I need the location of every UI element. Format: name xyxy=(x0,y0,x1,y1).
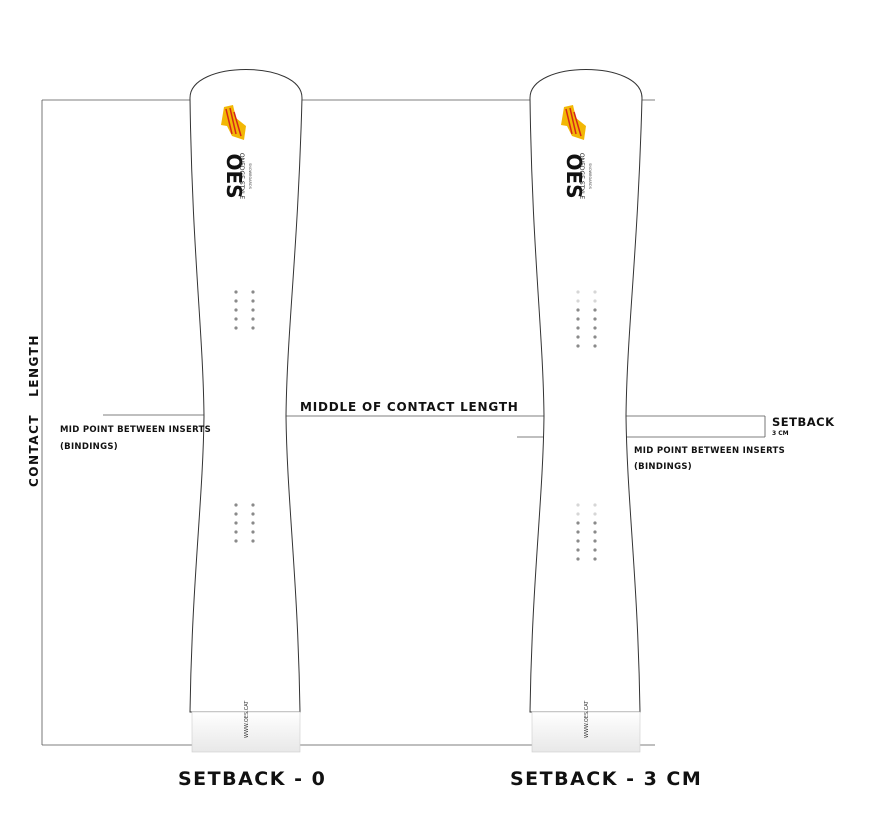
board-left-logo: OES ONEDGE STYLE SNOWBOARDS xyxy=(221,105,252,199)
board-right-logo-subtitle: ONEDGE STYLE xyxy=(578,153,585,199)
board-left: OES ONEDGE STYLE SNOWBOARDS WWW.OES.CAT xyxy=(189,69,303,753)
board-right-url: WWW.OES.CAT xyxy=(584,700,590,738)
board-right-logo: OES ONEDGE STYLE SNOWBOARDS xyxy=(561,105,592,199)
board-left-outline xyxy=(189,69,303,713)
left-midpoint-label-line1: MID POINT BETWEEN INSERTS xyxy=(60,425,211,435)
board-right: OES ONEDGE STYLE SNOWBOARDS WWW.OES.CAT xyxy=(529,69,643,753)
middle-of-contact-length-label: MIDDLE OF CONTACT LENGTH xyxy=(300,400,519,414)
board-right-tail xyxy=(531,711,641,753)
board-left-logo-tagline: SNOWBOARDS xyxy=(248,163,252,190)
left-midpoint-label-line2: (BINDINGS) xyxy=(60,442,118,452)
board-left-caption: SETBACK - 0 xyxy=(178,768,327,790)
board-left-front-inserts xyxy=(234,290,255,330)
right-midpoint-label-line1: MID POINT BETWEEN INSERTS xyxy=(634,446,785,456)
board-left-url: WWW.OES.CAT xyxy=(244,700,250,738)
board-right-logo-tagline: SNOWBOARDS xyxy=(588,163,592,190)
dimension-lines xyxy=(41,99,766,746)
board-right-caption: SETBACK - 3 CM xyxy=(510,768,703,790)
catalan-flag-logo-icon xyxy=(221,105,246,140)
setback-label: SETBACK xyxy=(772,415,835,429)
board-left-logo-text: OES xyxy=(222,153,246,198)
board-right-front-inserts xyxy=(576,290,597,348)
catalan-flag-logo-icon xyxy=(561,105,586,140)
board-left-tail xyxy=(191,711,301,753)
board-right-outline xyxy=(529,69,643,713)
right-midpoint-label-line2: (BINDINGS) xyxy=(634,462,692,472)
board-right-logo-text: OES xyxy=(562,153,586,198)
board-left-rear-inserts xyxy=(234,503,255,543)
board-right-rear-inserts xyxy=(576,503,597,561)
contact-length-label: CONTACT LENGTH xyxy=(27,334,41,487)
board-left-logo-subtitle: ONEDGE STYLE xyxy=(238,153,245,199)
setback-value-label: 3 CM xyxy=(772,430,789,437)
